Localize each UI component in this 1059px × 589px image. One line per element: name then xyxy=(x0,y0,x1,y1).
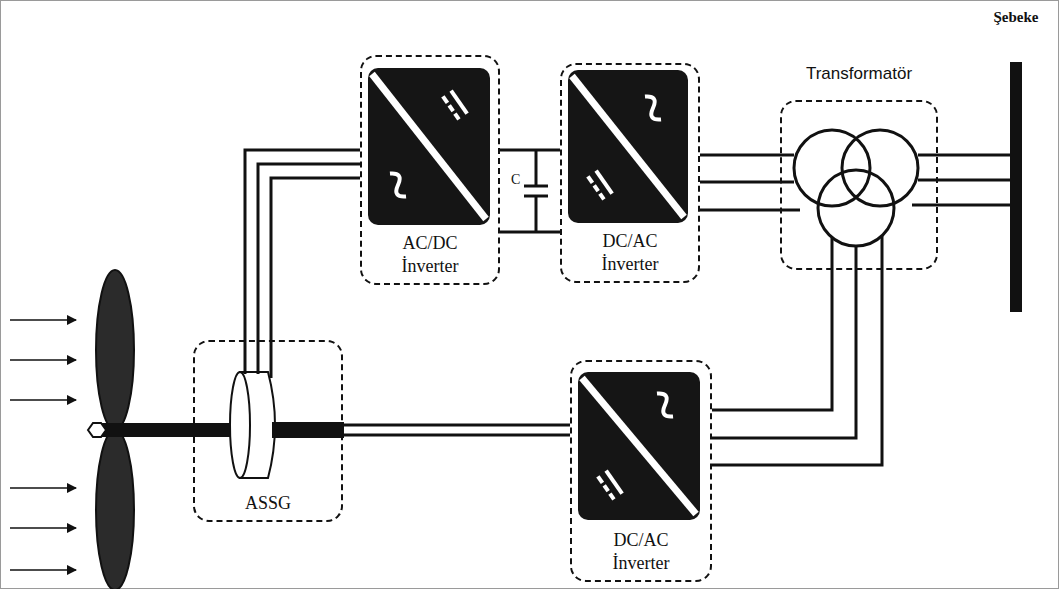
transformer-symbol xyxy=(780,130,938,270)
dcac-icon xyxy=(568,70,688,223)
transformer-box: Transformatör xyxy=(780,100,938,270)
wire-connector xyxy=(245,150,360,340)
node-label: Şebeke xyxy=(994,8,1039,27)
node-label: DC/AC İnverter xyxy=(591,529,691,574)
wire-connector xyxy=(712,270,882,465)
node-label: Transformatör xyxy=(806,64,912,84)
component-label: C xyxy=(511,172,520,188)
generator-box: ASSG xyxy=(193,340,343,522)
capacitor-symbol xyxy=(524,150,548,232)
wire-connector xyxy=(700,155,780,210)
node-label: DC/AC İnverter xyxy=(580,230,680,275)
inverter-box: DC/AC İnverter xyxy=(560,63,700,283)
node-label: AC/DC İnverter xyxy=(380,232,480,277)
dcac-icon xyxy=(578,372,700,520)
wire-connector xyxy=(938,155,1010,205)
converter-box: AC/DC İnverter xyxy=(360,55,500,285)
grid-bus: Şebeke xyxy=(1010,62,1022,312)
wind-arrows xyxy=(10,320,76,570)
inverter-box: DC/AC İnverter xyxy=(570,360,712,582)
wire-connector xyxy=(343,425,570,435)
acdc-icon xyxy=(368,68,490,225)
node-label: ASSG xyxy=(245,492,291,515)
wire-connector xyxy=(500,150,560,232)
